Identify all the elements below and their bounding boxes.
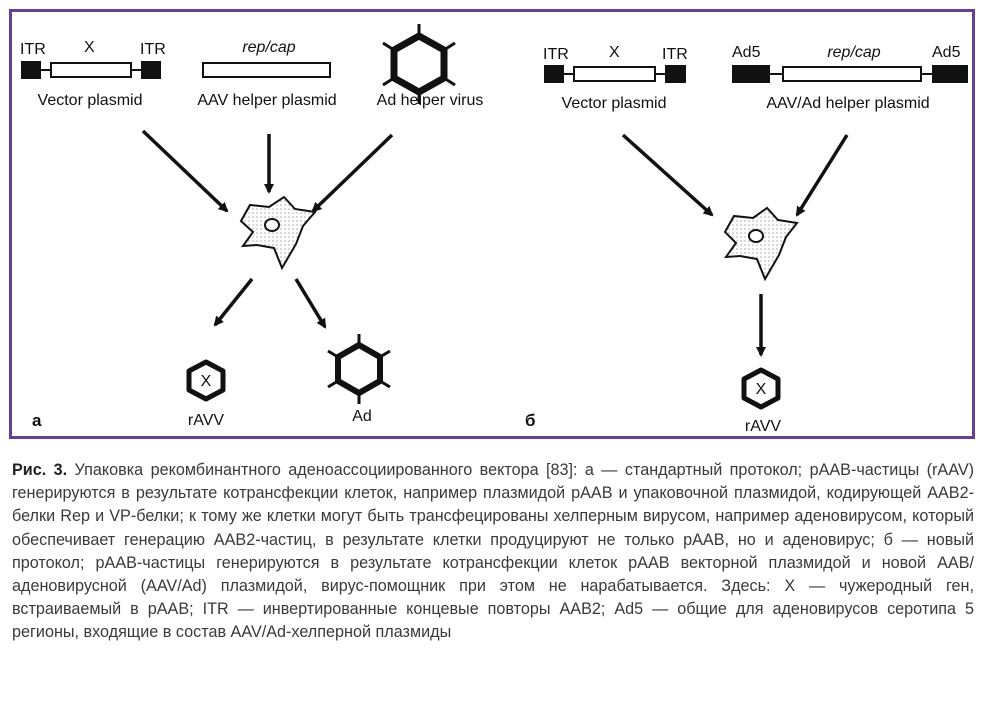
vector-plasmid-label: Vector plasmid	[562, 95, 667, 112]
raav-symbol: X	[756, 381, 767, 398]
panel-b-letter: б	[525, 411, 536, 430]
caption-figure-label: Рис. 3.	[12, 461, 68, 479]
arrow-cell-to-ad	[294, 278, 327, 329]
figure-frame: ITR X ITR Vector plasmid rep/cap AAV hel…	[9, 9, 975, 439]
raav-particle-b: X rAVV	[741, 367, 781, 435]
ad5-left-label: Ad5	[732, 44, 761, 61]
itr-left-block	[544, 65, 564, 83]
ad5-right-label: Ad5	[932, 44, 961, 61]
raav-hexagon-icon	[186, 359, 226, 402]
adenovirus-icon	[382, 24, 456, 104]
figure-caption: Рис. 3. Упаковка рекомбинантного аденоас…	[12, 459, 974, 645]
itr-left-block	[21, 61, 41, 79]
diagram-canvas: ITR X ITR Vector plasmid rep/cap AAV hel…	[20, 24, 968, 435]
ad5-right-block	[932, 65, 968, 83]
raav-hexagon-icon	[741, 367, 781, 410]
ad-label: Ad	[352, 408, 372, 425]
ad5-left-block	[732, 65, 770, 83]
arrow-helper-to-cell-b	[795, 134, 849, 217]
rep-cap-label: rep/cap	[827, 44, 880, 61]
aav-helper-plasmid-label: AAV helper plasmid	[197, 92, 336, 109]
rep-cap-box	[202, 62, 331, 78]
arrow-cell-to-raav-a	[213, 277, 254, 327]
panel-a: ITR X ITR Vector plasmid rep/cap AAV hel…	[20, 24, 483, 430]
itr-right-label: ITR	[662, 46, 688, 63]
caption-text: Упаковка рекомбинантного аденоассоцииров…	[12, 461, 975, 642]
insert-x-label: X	[84, 39, 95, 56]
ad-helper-virus: Ad helper virus	[377, 24, 484, 109]
panel-b: ITR X ITR Vector plasmid Ad5 rep/cap Ad5…	[525, 44, 968, 435]
arrow-vector-to-cell-a	[141, 129, 229, 213]
rep-cap-label: rep/cap	[242, 39, 295, 56]
ad-helper-virus-label: Ad helper virus	[377, 92, 484, 109]
raav-label-b: rAVV	[745, 418, 781, 435]
host-cell-b	[723, 206, 799, 282]
ad-particle: Ad	[327, 334, 391, 425]
vector-plasmid-label: Vector plasmid	[38, 92, 143, 109]
cell-nucleus	[748, 229, 764, 243]
raav-particle-a: X rAVV	[186, 359, 226, 429]
rep-cap-box	[782, 66, 922, 82]
aav-helper-plasmid: rep/cap AAV helper plasmid	[197, 39, 336, 109]
vector-plasmid-a: ITR X ITR Vector plasmid	[20, 39, 166, 109]
insert-box	[573, 66, 656, 82]
aav-ad-helper-plasmid: Ad5 rep/cap Ad5 AAV/Ad helper plasmid	[732, 44, 968, 112]
itr-left-label: ITR	[20, 41, 46, 58]
panel-a-letter: а	[32, 411, 42, 430]
raav-label-a: rAVV	[188, 412, 224, 429]
arrow-vector-to-cell-b	[621, 133, 714, 217]
host-cell-a	[239, 195, 317, 271]
aav-ad-helper-plasmid-label: AAV/Ad helper plasmid	[766, 95, 929, 112]
insert-box	[50, 62, 132, 78]
vector-plasmid-b: ITR X ITR Vector plasmid	[543, 44, 688, 112]
insert-x-label: X	[609, 44, 620, 61]
adenovirus-icon	[327, 334, 391, 404]
raav-symbol: X	[201, 373, 212, 390]
cell-nucleus	[264, 218, 280, 232]
itr-right-label: ITR	[140, 41, 166, 58]
itr-left-label: ITR	[543, 46, 569, 63]
itr-right-block	[141, 61, 161, 79]
itr-right-block	[665, 65, 686, 83]
arrow-virus-to-cell-a	[311, 133, 394, 213]
